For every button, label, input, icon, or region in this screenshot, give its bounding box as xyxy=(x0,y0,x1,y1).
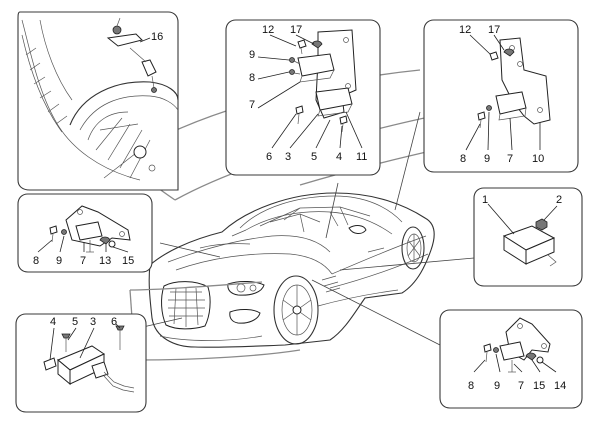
callout-11: 11 xyxy=(356,151,367,163)
callout-8: 8 xyxy=(468,380,474,392)
panel-bottom-left: 4 5 3 6 xyxy=(15,313,147,413)
callout-10: 10 xyxy=(532,153,544,165)
callout-15: 15 xyxy=(122,255,134,267)
callout-7: 7 xyxy=(518,380,524,392)
panel-bottom-right: 8 9 7 15 14 xyxy=(439,309,583,409)
callout-9: 9 xyxy=(56,255,62,267)
callout-2: 2 xyxy=(556,194,562,206)
callout-15: 15 xyxy=(533,380,545,392)
callout-12: 12 xyxy=(459,24,471,36)
callout-3: 3 xyxy=(285,151,291,163)
callout-8: 8 xyxy=(33,255,39,267)
callout-6: 6 xyxy=(266,151,272,163)
callout-17: 17 xyxy=(290,24,302,36)
callout-13: 13 xyxy=(99,255,111,267)
callout-4: 4 xyxy=(336,151,342,163)
callout-7: 7 xyxy=(507,153,513,165)
callout-1: 1 xyxy=(482,194,488,206)
car-illustration xyxy=(148,192,435,348)
callout-8: 8 xyxy=(460,153,466,165)
panel-left: 8 9 7 13 15 xyxy=(17,193,153,273)
callout-7: 7 xyxy=(249,99,255,111)
callout-7: 7 xyxy=(80,255,86,267)
callout-5: 5 xyxy=(72,316,78,328)
panel-right: 1 2 xyxy=(473,187,583,287)
callout-14: 14 xyxy=(554,380,566,392)
callout-9: 9 xyxy=(494,380,500,392)
panel-top-center: 12 17 9 8 7 6 3 5 4 11 xyxy=(225,19,381,176)
callout-9: 9 xyxy=(249,49,255,61)
panel-top-right: 12 17 8 9 7 10 xyxy=(423,19,579,173)
callout-17: 17 xyxy=(488,24,500,36)
callout-12: 12 xyxy=(262,24,274,36)
callout-6: 6 xyxy=(111,316,117,328)
callout-8: 8 xyxy=(249,72,255,84)
panel-wheel-sensor: 16 xyxy=(17,11,179,191)
callout-5: 5 xyxy=(311,151,317,163)
callout-4: 4 xyxy=(50,316,56,328)
callout-16: 16 xyxy=(151,31,163,43)
callout-9: 9 xyxy=(484,153,490,165)
callout-3: 3 xyxy=(90,316,96,328)
